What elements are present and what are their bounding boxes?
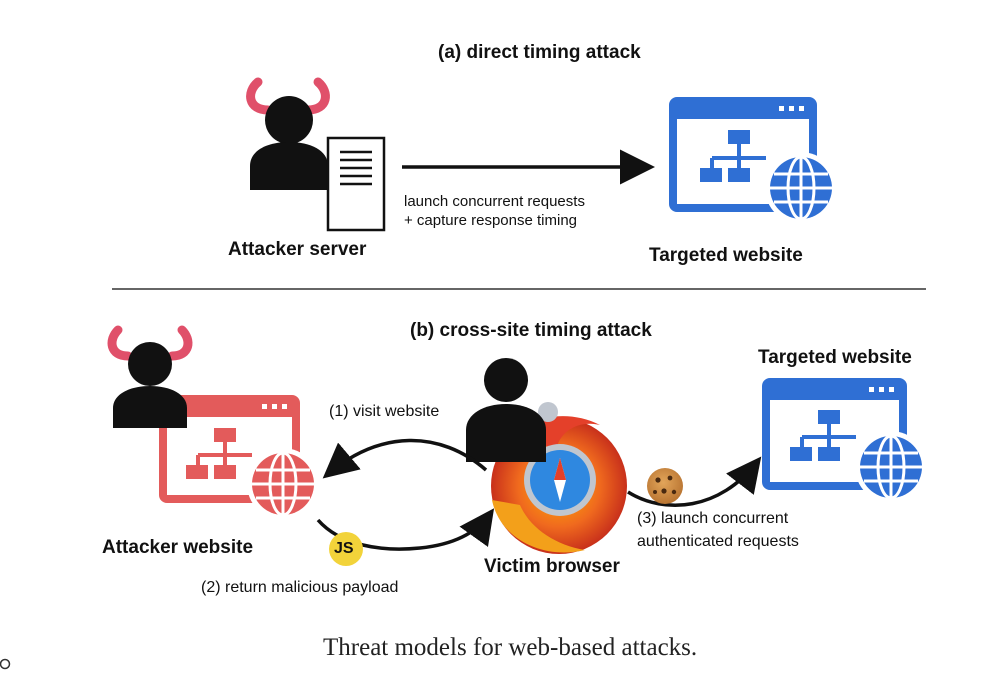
attacker-devil-icon-b [107,325,193,428]
arrow-label-line2: + capture response timing [404,212,578,229]
authenticated-requests-arrow [627,456,762,508]
targeted-website-icon-a [669,97,837,224]
visit-website-arrow [322,438,488,479]
stray-marker-circle [0,658,11,670]
victim-browser-label: Victim browser [484,556,620,577]
figure-caption: Threat models for web-based attacks. [323,634,698,661]
step3-label-line1: (3) launch concurrent [637,510,789,527]
attacker-server-devil-icon [246,77,330,190]
targeted-website-label-b: Targeted website [758,347,912,368]
victim-user-icon [466,358,546,462]
step2-label: (2) return malicious payload [201,579,399,596]
js-badge-text: JS [334,540,354,557]
step1-label: (1) visit website [329,403,440,420]
cookie-icon [647,468,683,504]
attacker-server-label: Attacker server [228,239,367,260]
arrow-label-line1: launch concurrent requests [404,193,585,210]
section-a-title: (a) direct timing attack [438,42,641,63]
js-badge-icon [329,532,363,566]
attacker-website-icon [159,395,319,520]
targeted-website-label-a: Targeted website [649,245,803,266]
server-document-icon [326,136,386,232]
attacker-website-label: Attacker website [102,537,254,558]
step3-label-line2: authenticated requests [637,533,799,550]
targeted-website-icon-b [762,378,927,503]
section-b-title: (b) cross-site timing attack [410,320,652,341]
